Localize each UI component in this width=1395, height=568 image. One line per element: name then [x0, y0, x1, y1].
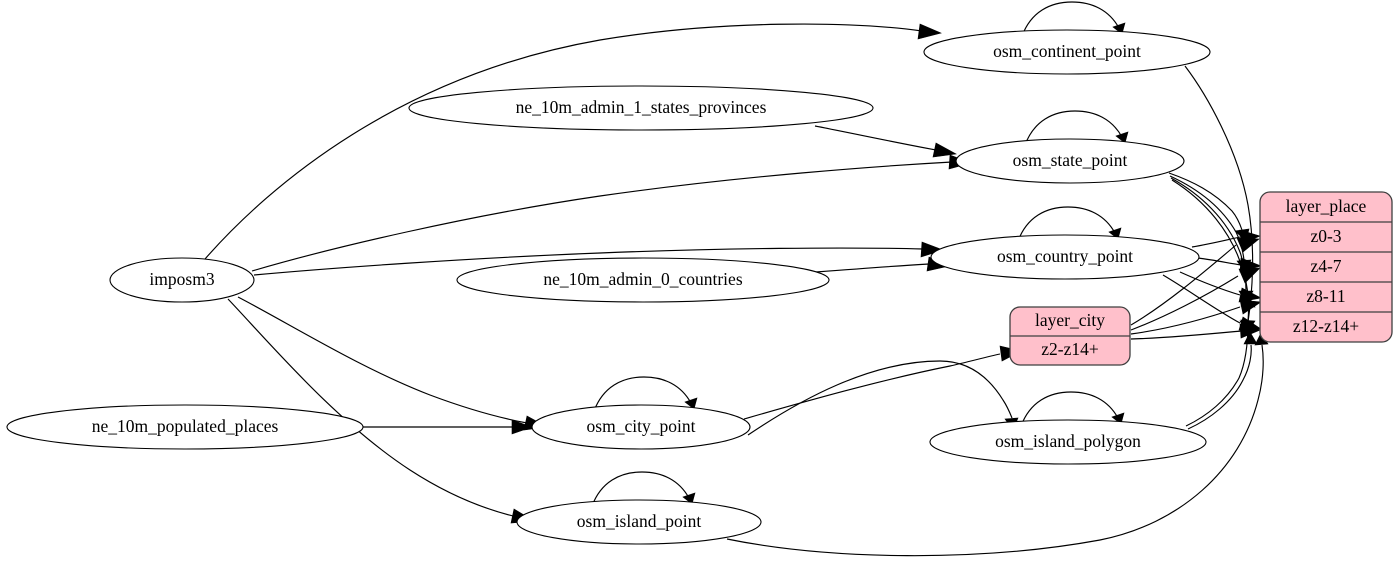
node-osm-island-point[interactable]: osm_island_point	[516, 499, 762, 545]
edge-osm-city-point-to-osm-island-polygon	[747, 360, 1019, 436]
node-layer-city[interactable]: layer_city z2-z14+	[1009, 306, 1131, 366]
layer-place-row-z0-3-label: z0-3	[1310, 226, 1341, 246]
node-ne-countries-label: ne_10m_admin_0_countries	[543, 269, 742, 289]
node-imposm3-label: imposm3	[149, 269, 214, 289]
edge-osm-city-point-to-layer-city	[743, 345, 1022, 420]
edge-osm-island-polygon-to-layer-place-z8	[1185, 294, 1256, 427]
edge-ne-populated-to-osm-city-point	[363, 419, 533, 435]
node-osm-state-point[interactable]: osm_state_point	[955, 138, 1185, 184]
node-ne-populated-label: ne_10m_populated_places	[92, 416, 279, 436]
node-osm-state-point-label: osm_state_point	[1013, 150, 1128, 170]
node-osm-country-point[interactable]: osm_country_point	[930, 234, 1200, 280]
edge-osm-state-point-to-layer-place-z0	[1168, 172, 1250, 242]
node-osm-island-polygon-label: osm_island_polygon	[995, 431, 1141, 451]
edge-self-loop-osm-city-point	[593, 376, 698, 412]
layer-place-row-z12-z14-label: z12-z14+	[1293, 316, 1359, 336]
node-ne-10m-populated-places[interactable]: ne_10m_populated_places	[6, 404, 364, 450]
layer-place-row-z8-11-label: z8-11	[1306, 286, 1345, 306]
node-osm-continent-point[interactable]: osm_continent_point	[923, 29, 1211, 75]
node-ne-states-label: ne_10m_admin_1_states_provinces	[516, 97, 767, 117]
node-imposm3[interactable]: imposm3	[109, 257, 255, 303]
node-osm-island-polygon[interactable]: osm_island_polygon	[929, 419, 1207, 465]
node-ne-10m-admin-1-states-provinces[interactable]: ne_10m_admin_1_states_provinces	[408, 85, 874, 131]
edge-layer-city-to-layer-place-z0	[1130, 237, 1260, 326]
edge-osm-island-polygon-to-layer-place-z12	[1187, 331, 1258, 430]
node-ne-10m-admin-0-countries[interactable]: ne_10m_admin_0_countries	[456, 257, 830, 303]
layer-place-row-z4-7-label: z4-7	[1310, 256, 1341, 276]
edge-self-loop-osm-state-point	[1024, 110, 1129, 146]
layer-city-row-z2-z14-label: z2-z14+	[1041, 339, 1099, 359]
edge-layer-city-to-layer-place-z4	[1130, 267, 1261, 331]
layer-city-header-label: layer_city	[1035, 310, 1105, 330]
edge-imposm3-to-osm-state-point	[251, 154, 972, 272]
node-osm-continent-point-label: osm_continent_point	[993, 41, 1141, 61]
edge-imposm3-to-osm-continent-point	[204, 23, 942, 260]
edge-self-loop-osm-island-point	[591, 471, 696, 507]
layer-place-header-label: layer_place	[1286, 196, 1367, 216]
node-osm-island-point-label: osm_island_point	[577, 511, 702, 531]
edge-ne-countries-to-osm-country-point	[815, 256, 950, 273]
node-osm-country-point-label: osm_country_point	[997, 246, 1133, 266]
node-osm-city-point-label: osm_city_point	[587, 416, 696, 436]
node-osm-city-point[interactable]: osm_city_point	[531, 404, 751, 450]
node-layer: imposm3 ne_10m_admin_1_states_provinces …	[6, 29, 1393, 545]
edge-ne-states-to-osm-state-point	[814, 125, 957, 158]
node-layer-place[interactable]: layer_place z0-3 z4-7 z8-11 z12-z14+	[1259, 191, 1393, 343]
